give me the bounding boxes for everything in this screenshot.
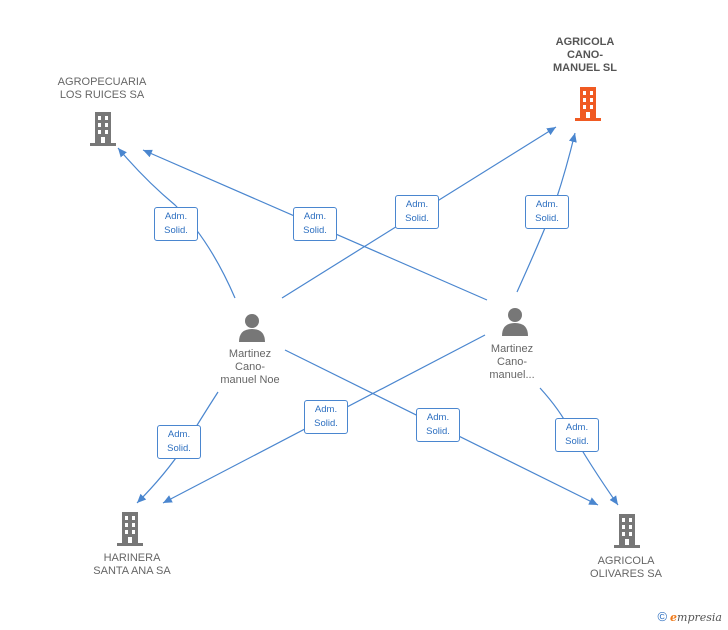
person-icon[interactable] — [237, 312, 267, 342]
person-label-noe[interactable]: Martinez Cano- manuel Noe — [220, 348, 280, 386]
brand-name: mpresia — [677, 611, 722, 624]
relation-badge-noe-harinera[interactable]: Adm.Solid. — [157, 425, 201, 459]
building-icon[interactable] — [88, 110, 118, 146]
copyright-icon: © — [657, 609, 668, 624]
relation-badge-other-olivares[interactable]: Adm.Solid. — [555, 418, 599, 452]
company-label-agricola-cano-manuel[interactable]: AGRICOLA CANO- MANUEL SL — [553, 36, 617, 74]
building-icon[interactable] — [573, 85, 603, 121]
company-label-agropecuaria[interactable]: AGROPECUARIA LOS RUICES SA — [57, 76, 147, 101]
brand-initial: e — [670, 611, 678, 624]
footer-brand[interactable]: ©empresia — [657, 609, 722, 624]
person-icon[interactable] — [500, 306, 530, 336]
relation-badge-noe-agricola-cano-manuel[interactable]: Adm.Solid. — [395, 195, 439, 229]
relation-badge-other-agricola-cano-manuel[interactable]: Adm.Solid. — [525, 195, 569, 229]
building-icon[interactable] — [115, 510, 145, 546]
building-icon[interactable] — [612, 512, 642, 548]
relation-badge-other-agropecuaria[interactable]: Adm.Solid. — [293, 207, 337, 241]
relation-badge-other-harinera[interactable]: Adm.Solid. — [304, 400, 348, 434]
edge-noe-agropecuaria — [117, 147, 236, 299]
person-label-other[interactable]: Martinez Cano- manuel... — [489, 343, 535, 381]
company-label-olivares[interactable]: AGRICOLA OLIVARES SA — [590, 555, 662, 580]
relation-badge-noe-olivares[interactable]: Adm.Solid. — [416, 408, 460, 442]
company-label-harinera[interactable]: HARINERA SANTA ANA SA — [93, 552, 171, 577]
relation-badge-noe-agropecuaria[interactable]: Adm.Solid. — [154, 207, 198, 241]
